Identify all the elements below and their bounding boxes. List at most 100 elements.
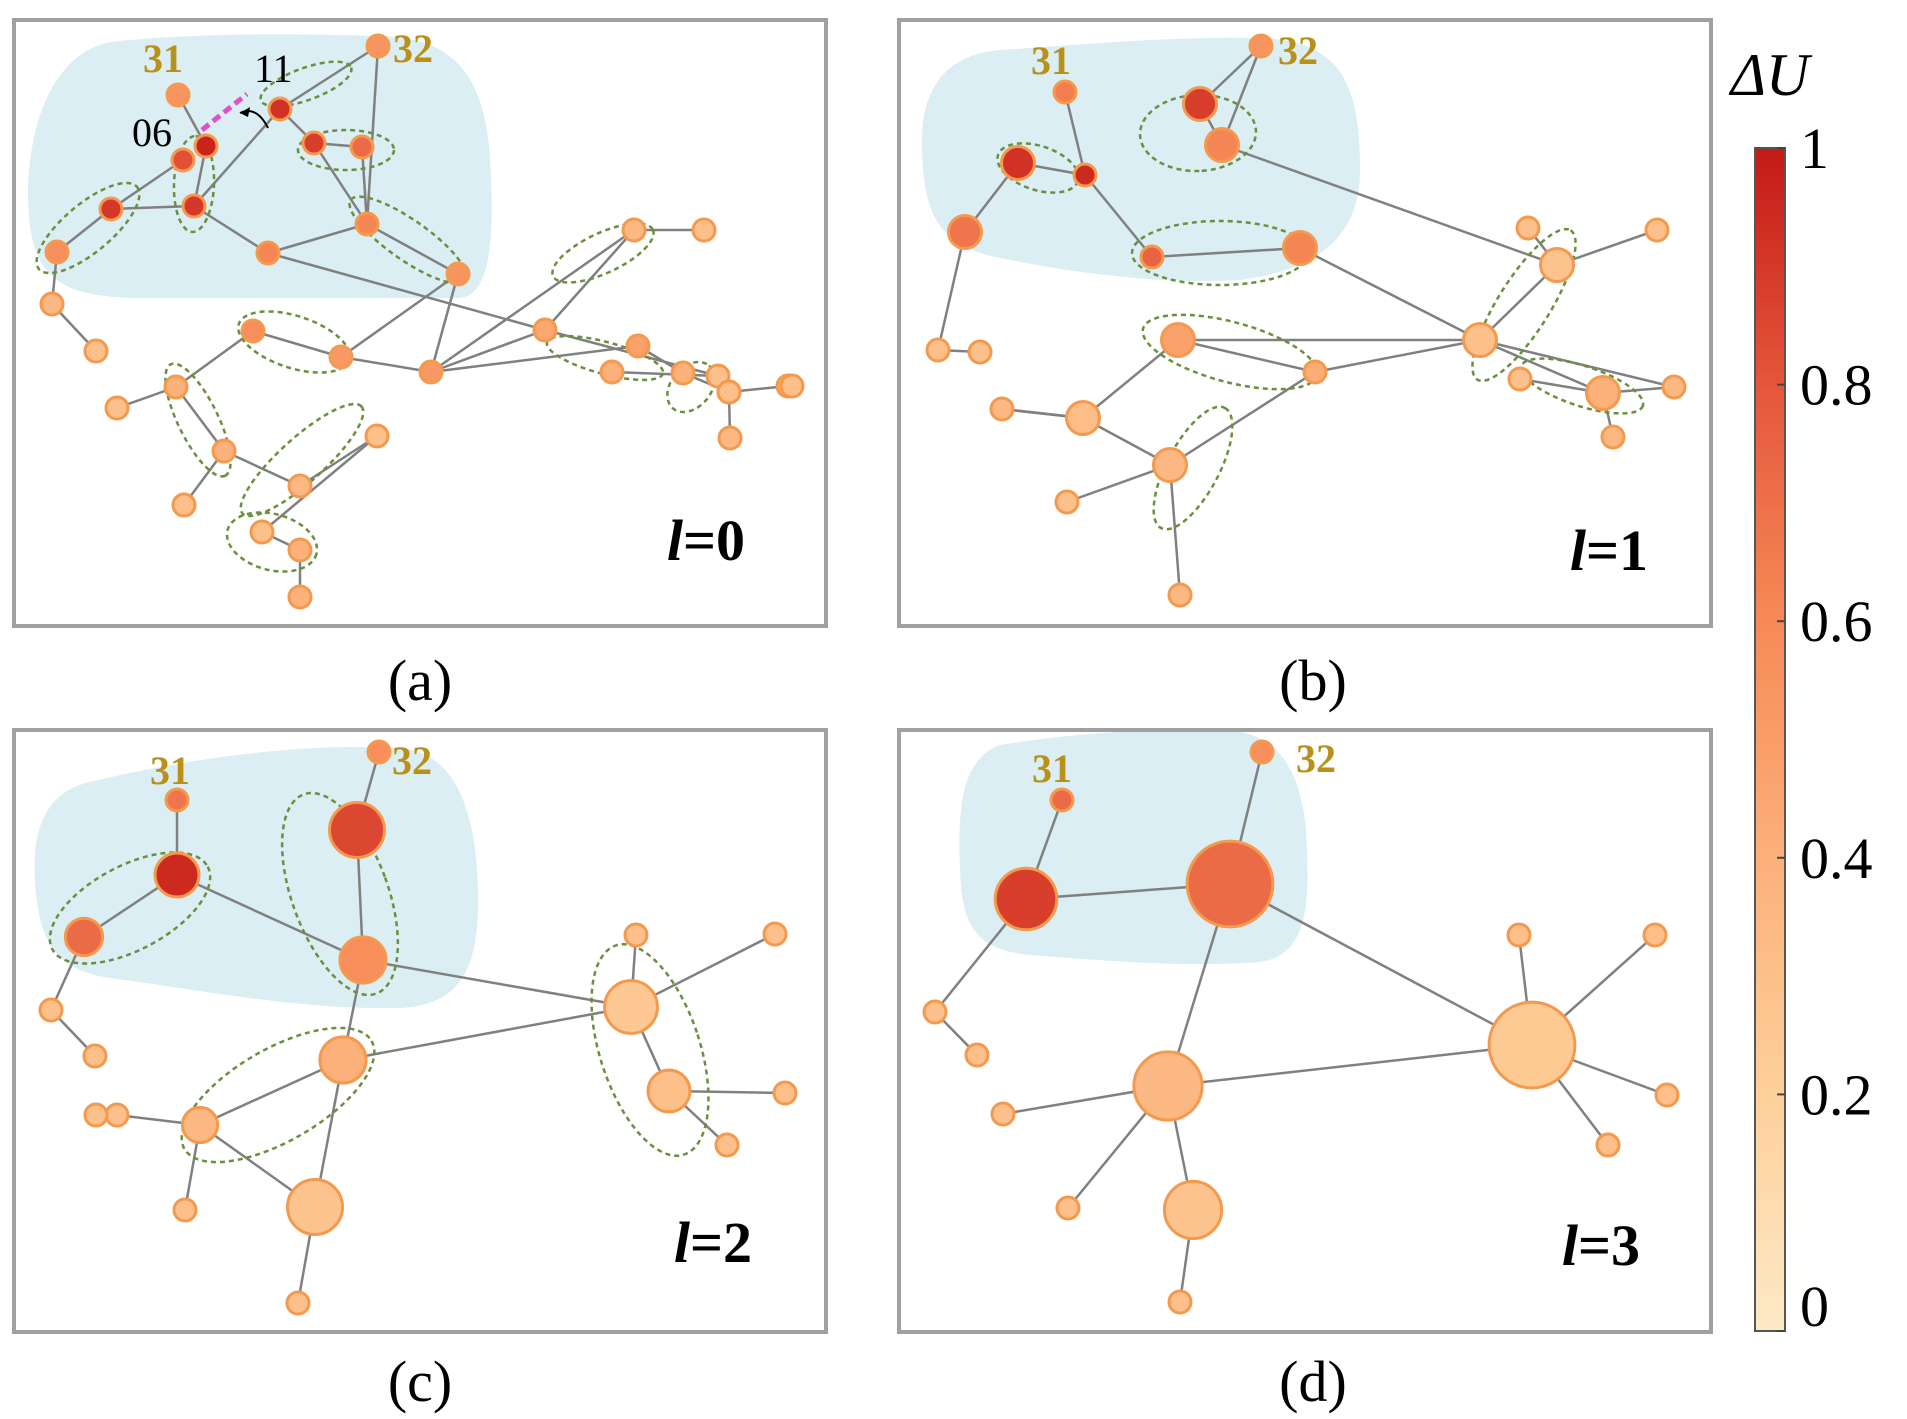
graph-edge <box>340 272 459 359</box>
graph-edge <box>176 873 364 962</box>
merge-group-ellipse <box>164 362 232 478</box>
graph-node <box>1642 922 1668 948</box>
node-label-31: 31 <box>143 36 183 81</box>
graph-node <box>599 359 625 385</box>
graph-node <box>39 291 65 317</box>
graph-node <box>990 1101 1016 1127</box>
graph-edge <box>1151 246 1301 259</box>
graph-node <box>1515 215 1541 241</box>
level-label: l=0 <box>667 508 745 573</box>
graph-edge <box>430 228 635 374</box>
merge-group-ellipse <box>1138 93 1258 173</box>
graph-node <box>286 1178 344 1236</box>
graph-edge <box>430 328 546 374</box>
graph-node <box>98 196 124 222</box>
graph-node <box>922 999 948 1025</box>
panel-caption: (c) <box>388 1349 452 1414</box>
graph-node <box>82 1043 108 1069</box>
graph-node <box>104 1102 130 1128</box>
graph-node <box>925 337 951 363</box>
colorbar: ΔU 10.80.60.40.20 <box>1729 42 1873 1339</box>
graph-node <box>287 473 313 499</box>
panel-caption: (b) <box>1279 648 1347 713</box>
graph-edge <box>1314 338 1481 374</box>
graph-node <box>670 360 696 386</box>
graph-node <box>287 584 313 610</box>
level-label: l=3 <box>1562 1213 1640 1278</box>
graph-node <box>63 916 105 958</box>
graph-edge <box>279 44 379 111</box>
graph-node <box>172 1197 198 1223</box>
node-label-31: 31 <box>150 748 190 793</box>
graph-node <box>714 1132 740 1158</box>
graph-node <box>83 338 109 364</box>
graph-node <box>328 801 386 859</box>
graph-node <box>83 1102 109 1128</box>
graph-node <box>164 787 190 813</box>
graph-node <box>1054 489 1080 515</box>
panel-frame <box>12 728 828 1334</box>
node-label-31: 31 <box>1032 746 1072 791</box>
nodes <box>39 33 805 610</box>
graph-node <box>1162 1179 1224 1241</box>
nodes <box>922 739 1680 1315</box>
graph-node <box>193 133 219 159</box>
graph-node <box>153 851 201 899</box>
graph-edge <box>340 355 432 374</box>
graph-edge <box>1177 338 1316 374</box>
graph-node <box>1160 322 1196 358</box>
graph-edge <box>110 158 184 211</box>
merge-group-ellipse <box>551 222 655 284</box>
graph-node <box>1055 1195 1081 1221</box>
merge-groups <box>48 791 710 1164</box>
graph-node <box>1654 1082 1680 1108</box>
graph-node <box>365 33 391 59</box>
colorbar-tick-label: 0 <box>1800 1274 1829 1339</box>
graph-edge <box>1063 91 1087 176</box>
graph-node <box>249 519 275 545</box>
graph-node <box>1506 922 1532 948</box>
nodes <box>38 739 798 1316</box>
graph-node <box>1661 374 1687 400</box>
graph-node <box>1644 217 1670 243</box>
graph-node <box>1600 424 1626 450</box>
graph-node <box>1282 230 1318 266</box>
graph-node <box>1167 582 1193 608</box>
graph-node <box>691 217 717 243</box>
graph-node <box>623 922 649 948</box>
graph-edge <box>936 231 967 351</box>
graph-edge <box>362 958 632 1009</box>
panel-frame <box>897 18 1713 628</box>
merge-group-ellipse <box>1152 405 1234 531</box>
graph-node <box>1049 787 1075 813</box>
graph-node <box>625 333 651 359</box>
graph-node <box>603 979 659 1035</box>
graph-node <box>762 921 788 947</box>
node-label-31: 31 <box>1031 38 1071 83</box>
node-label-11: 11 <box>254 46 293 91</box>
graph-node <box>1065 400 1101 436</box>
panel-d: 31 32 l=3 (d) <box>897 728 1713 1414</box>
highlight-region <box>959 729 1308 965</box>
graph-node <box>1182 86 1218 122</box>
graph-node <box>287 537 313 563</box>
node-label-32: 32 <box>393 26 433 71</box>
merge-group-ellipse <box>259 60 353 108</box>
graph-node <box>418 359 444 385</box>
graph-edge <box>110 204 195 211</box>
graph-edge <box>342 1005 632 1062</box>
merge-arrow-head <box>240 107 250 117</box>
graph-edge <box>267 251 546 332</box>
graph-edge <box>1479 338 1604 395</box>
colorbar-ticks: 10.80.60.40.20 <box>1777 116 1873 1339</box>
graph-node <box>38 997 64 1023</box>
graph-node <box>717 425 743 451</box>
graph-node <box>646 1068 692 1114</box>
graph-node <box>44 239 70 265</box>
graph-node <box>349 134 375 160</box>
merge-group-ellipse <box>35 181 141 275</box>
graph-node <box>163 374 189 400</box>
colorbar-tick-label: 0.6 <box>1800 589 1873 654</box>
graph-edge <box>360 146 369 225</box>
